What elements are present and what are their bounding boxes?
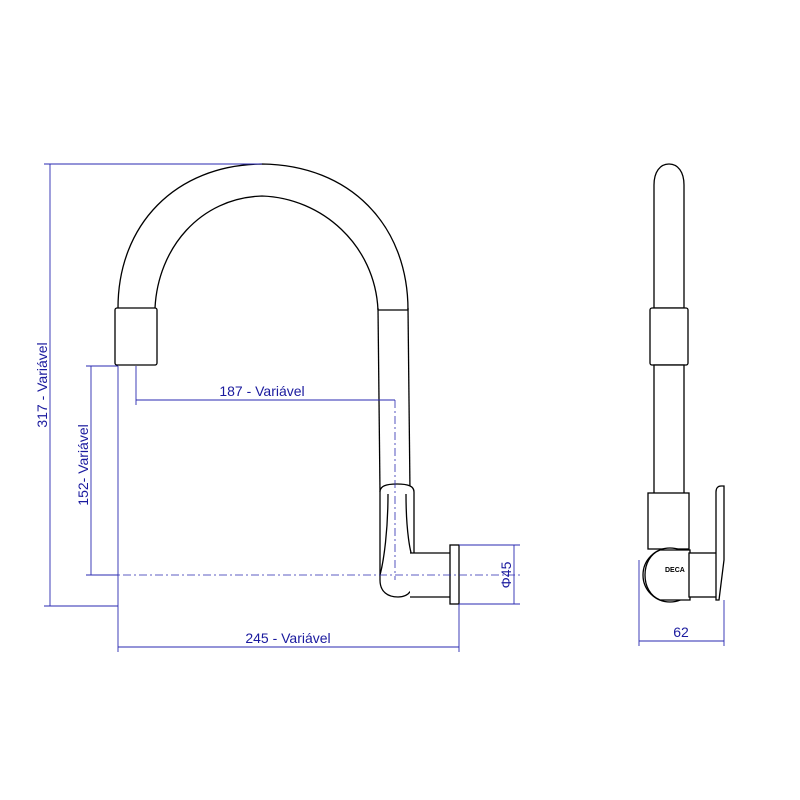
side-pipe [653, 364, 685, 496]
side-dimensions: 62 [638, 560, 725, 646]
brand-logo: DECA [665, 567, 685, 574]
front-dimensions: 317 - Variável 152- Variável 187 - Variá… [34, 163, 520, 652]
pipe-right-edge [407, 307, 411, 493]
dim-62-label: 62 [673, 624, 689, 640]
side-connector [688, 552, 720, 598]
lever-detail [379, 493, 389, 576]
side-handle-block [647, 492, 690, 550]
side-body-cap [644, 549, 691, 601]
dim-317-label: 317 - Variável [34, 342, 50, 427]
dim-45-label: Φ45 [498, 561, 514, 588]
side-view: DECA [642, 163, 725, 603]
wall-flange [449, 544, 460, 605]
side-collar [649, 307, 689, 366]
dim-187-label: 187 - Variável [219, 383, 304, 399]
side-wall-plate [715, 485, 725, 601]
dim-152-label: 152- Variável [75, 424, 91, 505]
side-spout-upper [653, 163, 685, 309]
dim-245-label: 245 - Variável [245, 630, 330, 646]
spout-inner-curve [154, 195, 379, 311]
spout-outer-curve [117, 163, 409, 311]
aerator [114, 307, 158, 366]
